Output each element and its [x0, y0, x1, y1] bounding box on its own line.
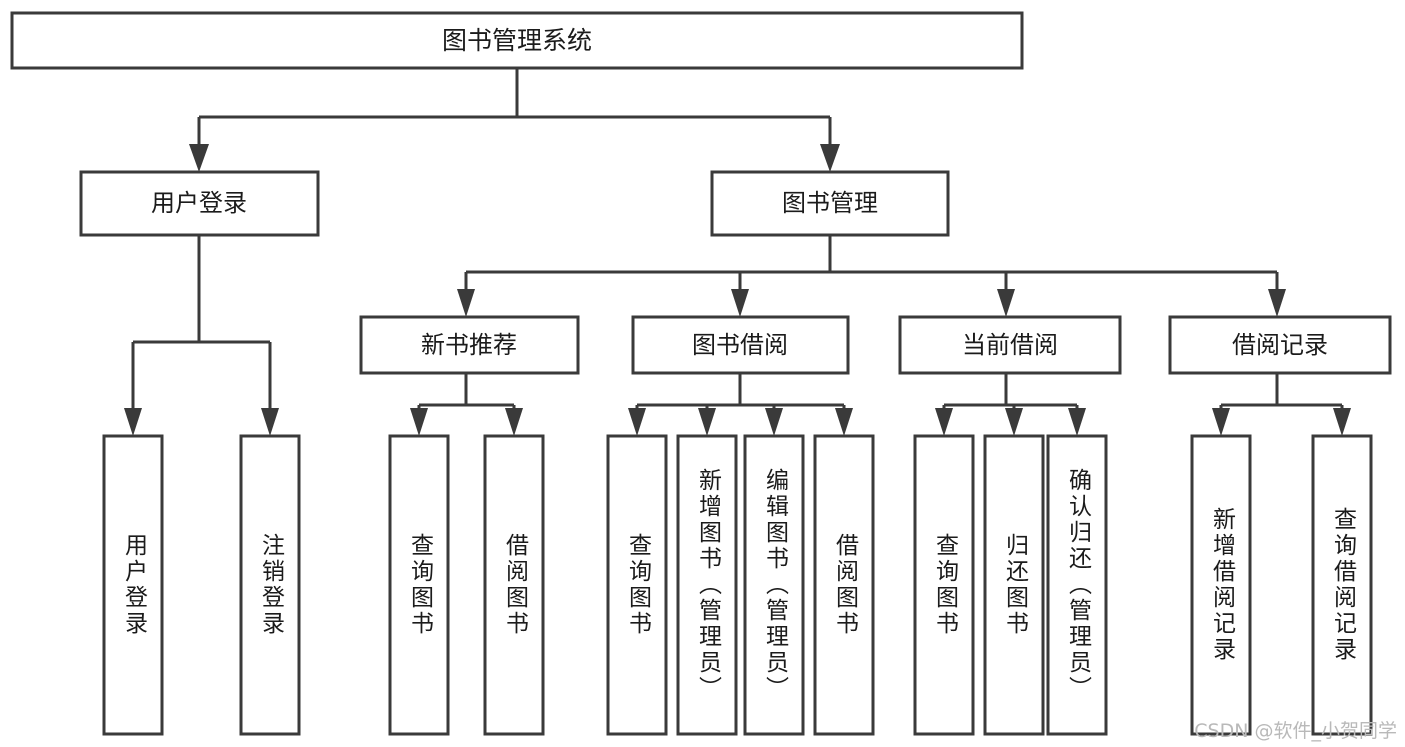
node-book-borrow-label: 图书借阅	[692, 331, 788, 359]
leaf-node[interactable]: 新增借阅记录	[1190, 434, 1252, 736]
arrowhead-bookmgmt-to-borrow	[731, 289, 749, 317]
leaf-box[interactable]	[1046, 434, 1108, 736]
arrowhead-root-to-bookmgmt	[820, 144, 840, 172]
arrowhead-borrow-to-leaf2	[698, 408, 716, 436]
arrowhead-record-to-leaf1	[1212, 408, 1230, 436]
node-current-borrow-box[interactable]	[898, 315, 1122, 375]
arrowhead-borrow-to-leaf4	[835, 408, 853, 436]
arrowhead-login-to-leaf2	[261, 408, 279, 436]
node-book-management[interactable]: 图书管理	[710, 170, 950, 237]
leaf-label: 查询图书	[932, 533, 960, 637]
leaf-box[interactable]	[102, 434, 164, 736]
arrowhead-bookmgmt-to-record	[1268, 289, 1286, 317]
leaf-node[interactable]: 查询图书	[913, 434, 975, 736]
leaf-node[interactable]: 归还图书	[983, 434, 1045, 736]
arrowhead-bookmgmt-to-current	[997, 289, 1015, 317]
node-root-label: 图书管理系统	[442, 26, 592, 55]
leaf-label: 借阅图书	[832, 533, 860, 637]
arrowhead-record-to-leaf2	[1333, 408, 1351, 436]
leaf-node[interactable]: 注销登录	[239, 434, 301, 736]
arrowhead-borrow-to-leaf1	[628, 408, 646, 436]
arrowhead-login-to-leaf1	[124, 408, 142, 436]
node-new-book-recommend[interactable]: 新书推荐	[359, 315, 580, 375]
connector-layer	[124, 68, 1351, 436]
node-book-management-box[interactable]	[710, 170, 950, 237]
leaf-box[interactable]	[913, 434, 975, 736]
leaf-box[interactable]	[606, 434, 668, 736]
arrowhead-new-to-leaf1	[410, 408, 428, 436]
arrowhead-borrow-to-leaf3	[765, 408, 783, 436]
leaf-label: 注销登录	[258, 533, 286, 637]
node-current-borrow-label: 当前借阅	[962, 331, 1058, 359]
node-new-book-recommend-label: 新书推荐	[421, 331, 517, 359]
arrowhead-bookmgmt-to-new	[457, 289, 475, 317]
node-borrow-record-label: 借阅记录	[1232, 331, 1328, 359]
leaf-box[interactable]	[676, 434, 738, 736]
node-current-borrow[interactable]: 当前借阅	[898, 315, 1122, 375]
node-new-book-recommend-box[interactable]	[359, 315, 580, 375]
node-root-box[interactable]	[10, 11, 1024, 70]
leaf-node[interactable]: 查询图书	[606, 434, 668, 736]
leaf-label: 借阅图书	[502, 533, 530, 637]
leaf-node[interactable]: 确认归还（管理员）	[1046, 434, 1108, 736]
node-root[interactable]: 图书管理系统	[10, 11, 1024, 70]
leaf-node[interactable]: 借阅图书	[483, 434, 545, 736]
node-user-login[interactable]: 用户登录	[79, 170, 320, 237]
leaf-box[interactable]	[1190, 434, 1252, 736]
leaf-label: 用户登录	[121, 533, 149, 637]
arrowhead-current-to-leaf2	[1005, 408, 1023, 436]
arrowhead-current-to-leaf1	[935, 408, 953, 436]
leaf-box[interactable]	[813, 434, 875, 736]
leaf-label: 新增图书（管理员）	[695, 468, 723, 702]
node-borrow-record-box[interactable]	[1168, 315, 1392, 375]
leaf-node[interactable]: 查询借阅记录	[1311, 434, 1373, 736]
leaf-node[interactable]: 新增图书（管理员）	[676, 434, 738, 736]
leaf-label: 查询借阅记录	[1330, 507, 1358, 663]
arrowhead-current-to-leaf3	[1068, 408, 1086, 436]
node-book-borrow-box[interactable]	[631, 315, 850, 375]
leaf-node[interactable]: 编辑图书（管理员）	[743, 434, 805, 736]
arrowhead-new-to-leaf2	[505, 408, 523, 436]
node-borrow-record[interactable]: 借阅记录	[1168, 315, 1392, 375]
leaf-node[interactable]: 用户登录	[102, 434, 164, 736]
leaf-box[interactable]	[483, 434, 545, 736]
node-book-management-label: 图书管理	[782, 189, 878, 217]
leaf-box[interactable]	[983, 434, 1045, 736]
arrowhead-root-to-login	[189, 144, 209, 172]
leaf-label: 新增借阅记录	[1209, 507, 1237, 663]
leaf-box[interactable]	[743, 434, 805, 736]
leaf-node[interactable]: 查询图书	[388, 434, 450, 736]
leaf-label: 确认归还（管理员）	[1065, 468, 1093, 702]
leaf-label: 编辑图书（管理员）	[762, 468, 790, 702]
leaf-label: 归还图书	[1002, 533, 1030, 637]
leaf-box[interactable]	[239, 434, 301, 736]
leaf-box[interactable]	[1311, 434, 1373, 736]
node-user-login-label: 用户登录	[151, 189, 247, 217]
leaf-node[interactable]: 借阅图书	[813, 434, 875, 736]
leaf-label: 查询图书	[625, 533, 653, 637]
node-book-borrow[interactable]: 图书借阅	[631, 315, 850, 375]
leaf-box[interactable]	[388, 434, 450, 736]
node-user-login-box[interactable]	[79, 170, 320, 237]
leaf-label: 查询图书	[407, 533, 435, 637]
